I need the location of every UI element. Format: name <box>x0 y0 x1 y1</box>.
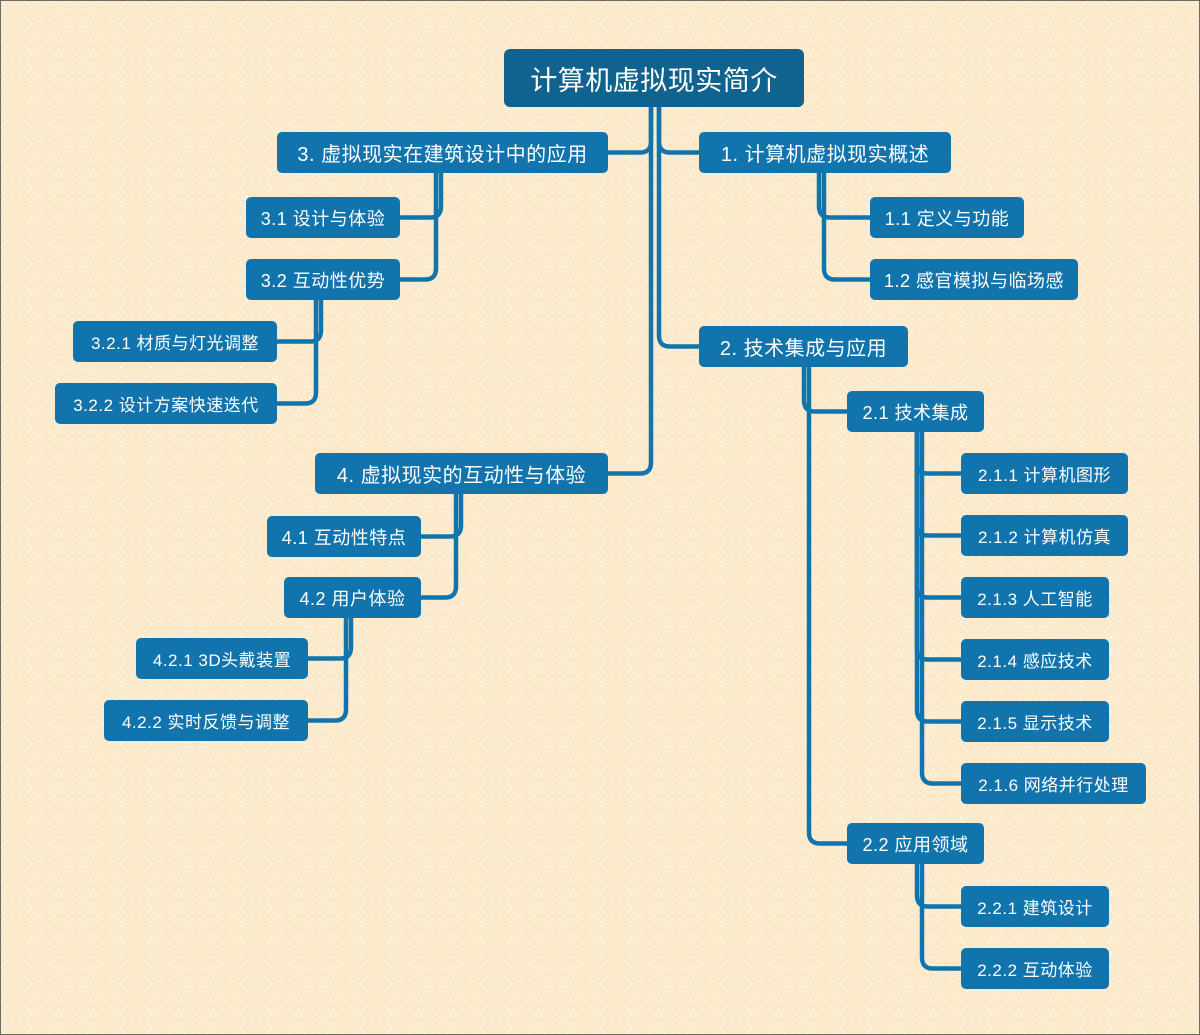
mindmap-node-b2c2[interactable]: 2.2 应用领域 <box>847 823 984 864</box>
mindmap-node-b4c2[interactable]: 4.2 用户体验 <box>284 577 421 618</box>
node-label: 2.1 技术集成 <box>862 402 969 423</box>
node-label: 2.1.1 计算机图形 <box>977 466 1112 485</box>
node-label: 3.2 互动性优势 <box>260 270 386 291</box>
mindmap-node-b4[interactable]: 4. 虚拟现实的互动性与体验 <box>315 453 608 494</box>
mindmap-node-b4c2g2[interactable]: 4.2.2 实时反馈与调整 <box>104 700 308 741</box>
mindmap-node-b3c2g1[interactable]: 3.2.1 材质与灯光调整 <box>73 321 277 362</box>
mindmap-node-b3c2[interactable]: 3.2 互动性优势 <box>246 259 400 300</box>
mindmap-node-b2c1g1[interactable]: 2.1.1 计算机图形 <box>961 453 1128 494</box>
mindmap-node-b2c1g3[interactable]: 2.1.3 人工智能 <box>961 577 1109 618</box>
node-label: 2.1.3 人工智能 <box>977 590 1093 609</box>
node-label: 4.2.1 3D头戴装置 <box>152 651 292 670</box>
node-label: 1. 计算机虚拟现实概述 <box>720 144 930 166</box>
mindmap-node-b1c1[interactable]: 1.1 定义与功能 <box>870 197 1024 238</box>
mindmap-node-b2c1g4[interactable]: 2.1.4 感应技术 <box>961 639 1109 680</box>
node-label: 3.2.1 材质与灯光调整 <box>90 334 260 353</box>
node-label: 4.1 互动性特点 <box>281 527 407 548</box>
node-label: 2.1.2 计算机仿真 <box>977 528 1112 547</box>
node-label: 2.1.4 感应技术 <box>977 652 1093 671</box>
node-label: 3.1 设计与体验 <box>260 208 386 229</box>
mindmap-node-b3[interactable]: 3. 虚拟现实在建筑设计中的应用 <box>277 132 608 173</box>
mindmap-node-b2c1g6[interactable]: 2.1.6 网络并行处理 <box>961 763 1146 804</box>
node-label: 3.2.2 设计方案快速迭代 <box>73 396 259 415</box>
node-label: 4. 虚拟现实的互动性与体验 <box>336 465 587 487</box>
node-label: 2.1.5 显示技术 <box>977 714 1093 733</box>
node-label: 2.2.1 建筑设计 <box>977 899 1093 918</box>
mindmap-node-b3c1[interactable]: 3.1 设计与体验 <box>246 197 400 238</box>
node-label: 计算机虚拟现实简介 <box>530 65 778 96</box>
node-label: 3. 虚拟现实在建筑设计中的应用 <box>297 144 588 166</box>
mindmap-node-b2c2g1[interactable]: 2.2.1 建筑设计 <box>961 886 1109 927</box>
mindmap-node-b2c2g2[interactable]: 2.2.2 互动体验 <box>961 948 1109 989</box>
node-label: 4.2 用户体验 <box>299 588 406 609</box>
mindmap-node-b2c1g2[interactable]: 2.1.2 计算机仿真 <box>961 515 1128 556</box>
node-label: 1.1 定义与功能 <box>884 208 1010 229</box>
node-label: 2.1.6 网络并行处理 <box>978 776 1129 795</box>
node-label: 2.2 应用领域 <box>862 834 969 855</box>
mindmap-node-b1c2[interactable]: 1.2 感官模拟与临场感 <box>870 259 1078 300</box>
mindmap-node-b4c1[interactable]: 4.1 互动性特点 <box>267 516 421 557</box>
node-label: 4.2.2 实时反馈与调整 <box>121 713 291 732</box>
mindmap-node-b4c2g1[interactable]: 4.2.1 3D头戴装置 <box>136 638 308 679</box>
mindmap-node-b2c1g5[interactable]: 2.1.5 显示技术 <box>961 701 1109 742</box>
mindmap-root-node[interactable]: 计算机虚拟现实简介 <box>504 49 804 107</box>
mindmap-node-b1[interactable]: 1. 计算机虚拟现实概述 <box>699 132 951 173</box>
mindmap-node-b2c1[interactable]: 2.1 技术集成 <box>847 391 984 432</box>
node-label: 1.2 感官模拟与临场感 <box>883 270 1065 291</box>
node-label: 2.2.2 互动体验 <box>977 961 1093 980</box>
node-label: 2. 技术集成与应用 <box>719 338 888 360</box>
mindmap-node-b3c2g2[interactable]: 3.2.2 设计方案快速迭代 <box>55 383 277 424</box>
mindmap-node-b2[interactable]: 2. 技术集成与应用 <box>699 326 908 367</box>
